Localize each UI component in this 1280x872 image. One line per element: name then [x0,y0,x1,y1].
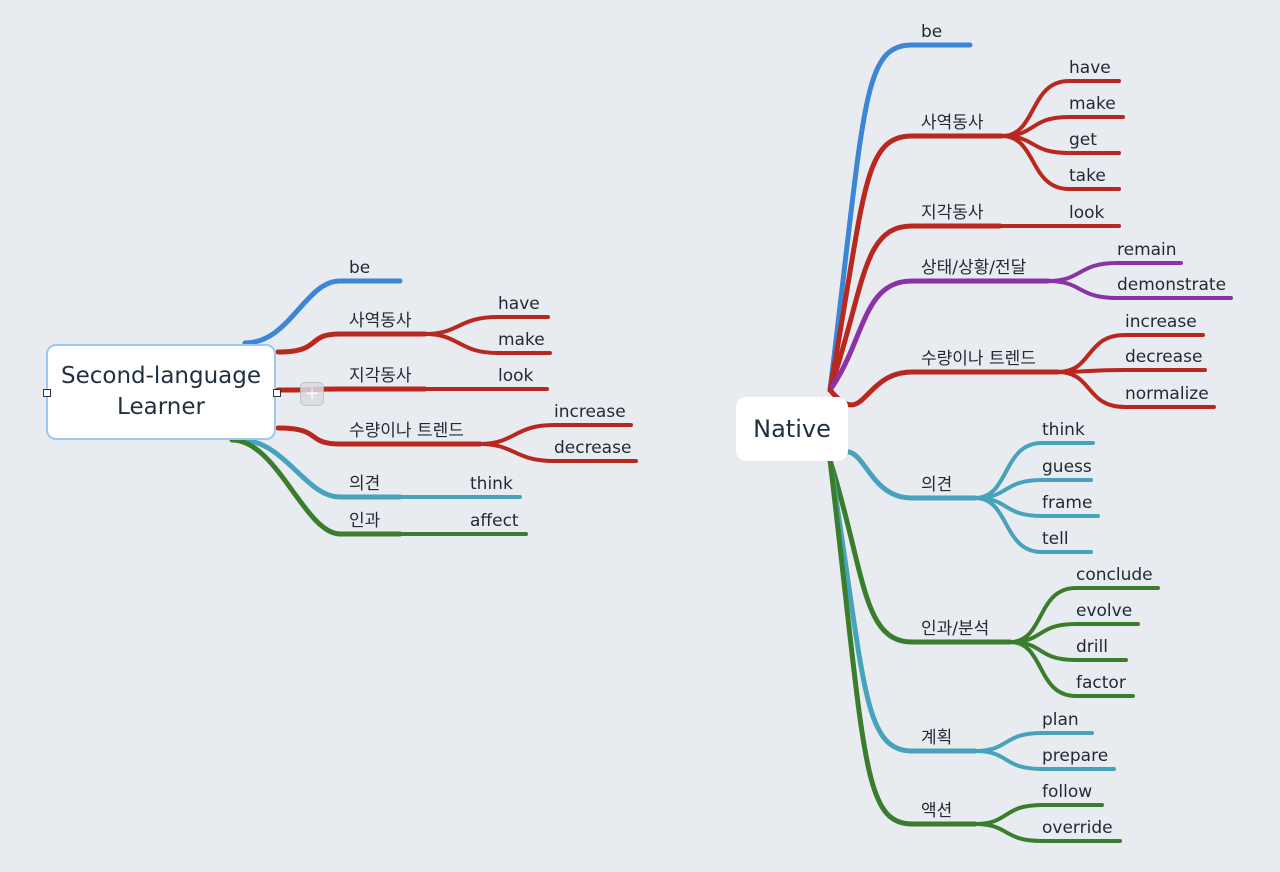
right-child-line-7-1 [973,749,1116,771]
right-child-label-7-1[interactable]: prepare [1042,746,1109,766]
right-child-label-5-3[interactable]: tell [1042,529,1069,549]
right-branch-label-0[interactable]: be [921,22,943,42]
right-child-label-2-0[interactable]: look [1069,203,1105,223]
left-branch-label-4[interactable]: 의견 [349,474,381,494]
right-branch-label-3[interactable]: 상태/상황/전달 [921,258,1027,278]
right-child-line-3-1 [1046,279,1233,300]
right-branch-line-5 [827,449,978,501]
left-branch-label-3[interactable]: 수량이나 트렌드 [349,421,464,441]
left-branch-label-1[interactable]: 사역동사 [349,311,412,331]
left-child-label-3-0[interactable]: increase [554,402,626,422]
right-child-label-5-2[interactable]: frame [1042,493,1093,513]
right-branch-label-4[interactable]: 수량이나 트렌드 [921,349,1036,369]
left-child-label-3-1[interactable]: decrease [554,438,632,458]
left-child-label-1-1[interactable]: make [498,330,545,350]
right-branch-label-8[interactable]: 액션 [921,801,953,821]
right-child-label-1-0[interactable]: have [1069,58,1111,78]
left-child-label-2-0[interactable]: look [498,366,534,386]
right-child-label-3-0[interactable]: remain [1117,240,1177,260]
right-child-line-5-3 [973,496,1093,554]
left-branch-label-5[interactable]: 인과 [349,511,381,531]
add-topic-plus-icon[interactable]: + [300,382,324,406]
right-child-line-4-1 [1056,368,1207,374]
right-child-label-6-2[interactable]: drill [1076,637,1108,657]
resize-handle-right[interactable] [273,389,281,397]
right-branch-line-4 [827,369,1061,408]
right-branch-line-6 [827,457,1013,645]
right-child-label-1-1[interactable]: make [1069,94,1116,114]
left-branch-line-5 [229,437,403,537]
resize-handle-left[interactable] [43,389,51,397]
right-branch-label-5[interactable]: 의견 [921,475,953,495]
right-child-label-5-0[interactable]: think [1042,420,1085,440]
right-child-line-1-3 [1000,134,1121,191]
left-child-line-1-1 [423,332,552,355]
right-child-label-4-0[interactable]: increase [1125,312,1197,332]
root-title-line-2: Learner [117,394,205,420]
right-child-label-1-3[interactable]: take [1069,166,1106,186]
left-branch-line-1 [275,331,428,355]
left-branch-line-3 [275,425,483,447]
left-branch-label-2[interactable]: 지각동사 [349,366,412,386]
right-branch-line-8 [827,457,978,827]
right-branch-label-2[interactable]: 지각동사 [921,203,984,223]
right-child-label-7-0[interactable]: plan [1042,710,1079,730]
root-node-second-language-learner[interactable]: Second-language Learner [46,344,276,440]
right-child-label-4-1[interactable]: decrease [1125,347,1203,367]
right-child-label-1-2[interactable]: get [1069,130,1097,150]
left-child-line-3-1 [478,442,638,463]
left-child-label-5-0[interactable]: affect [470,511,519,531]
root-title: Native [753,415,831,443]
right-child-label-4-2[interactable]: normalize [1125,384,1209,404]
right-child-label-8-0[interactable]: follow [1042,782,1093,802]
right-branch-line-2 [827,223,1003,393]
right-branch-line-1 [827,133,1005,393]
left-branch-label-0[interactable]: be [349,258,371,278]
left-child-label-1-0[interactable]: have [498,294,540,314]
right-branch-label-1[interactable]: 사역동사 [921,113,984,133]
left-child-label-4-0[interactable]: think [470,474,513,494]
right-branch-label-7[interactable]: 계획 [921,728,953,748]
right-child-line-8-1 [973,822,1122,843]
right-child-label-6-0[interactable]: conclude [1076,565,1153,585]
root-title-line-1: Second-language [60,363,262,389]
right-branch-line-7 [827,457,978,754]
right-child-line-4-2 [1056,370,1216,409]
left-branch-line-4 [237,437,403,500]
right-child-line-6-3 [1008,640,1135,698]
right-branch-line-3 [827,278,1051,393]
right-branch-line-0 [827,42,973,393]
right-child-label-8-1[interactable]: override [1042,818,1113,838]
right-branch-label-6[interactable]: 인과/분석 [921,619,990,639]
right-child-label-6-1[interactable]: evolve [1076,601,1133,621]
left-branch-line-0 [242,278,403,346]
root-node-native[interactable]: Native [736,397,848,461]
right-child-label-5-1[interactable]: guess [1042,457,1092,477]
right-child-label-6-3[interactable]: factor [1076,673,1126,693]
right-child-label-3-1[interactable]: demonstrate [1117,275,1227,295]
